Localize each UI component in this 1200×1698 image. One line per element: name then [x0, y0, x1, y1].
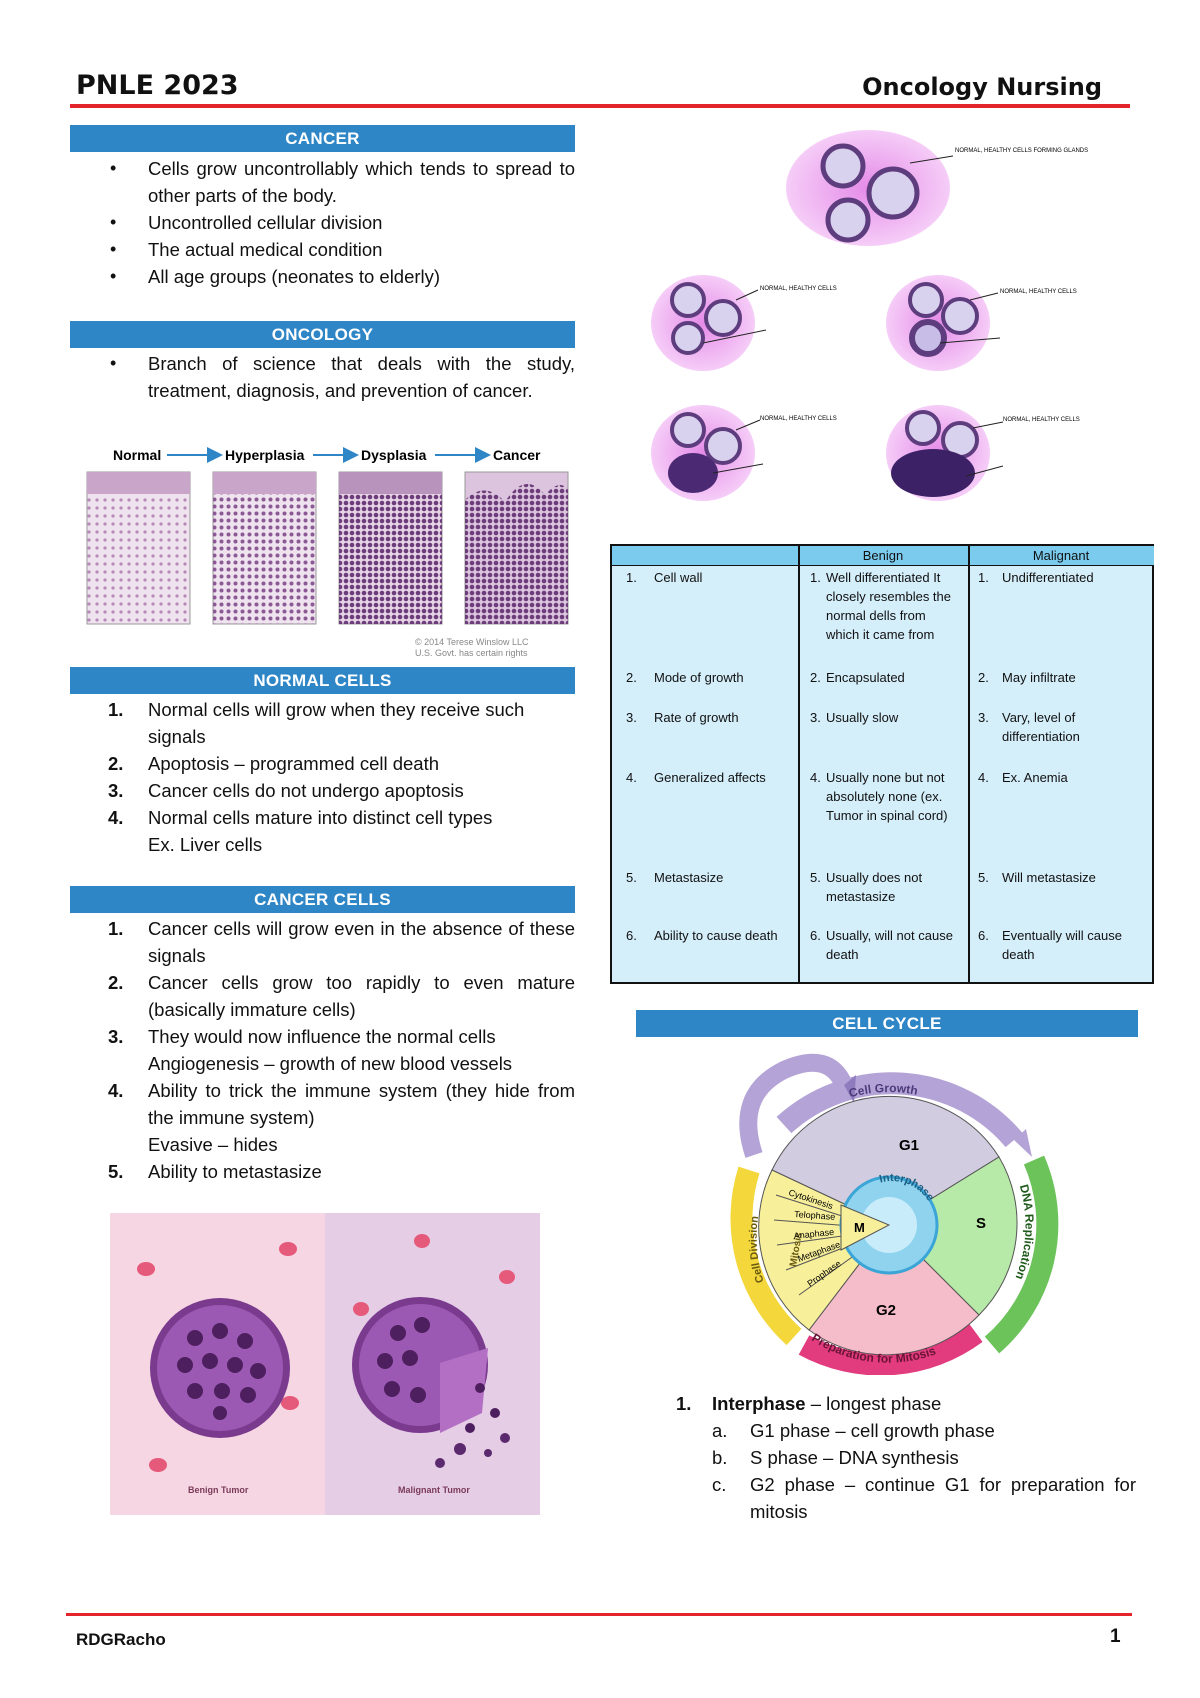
table-cell-malignant: 2.May infiltrate [978, 670, 1076, 685]
cell-cycle-list: 1.Interphase – longest phase a.G1 phase … [676, 1390, 1136, 1525]
doc-title: PNLE 2023 [76, 70, 239, 101]
footer-author: RDGRacho [76, 1630, 166, 1649]
tissue-progression-figure: Normal Hyperplasia Dysplasia Cancer © 20… [85, 440, 575, 665]
tissue-label: NORMAL, HEALTHY CELLS [760, 416, 837, 422]
table-header-malignant: Malignant [968, 546, 1154, 566]
gland-svg: NORMAL, HEALTHY CELLS FORMING GLANDS NOR… [651, 130, 1088, 501]
table-cell-malignant: 3.Vary, level of differentiation [978, 710, 1080, 744]
tumor-comparison-figure: Benign Tumor Malignant Tumor [110, 1213, 540, 1515]
benign-tumor [150, 1298, 290, 1438]
section-title-oncology: ONCOLOGY [70, 321, 575, 348]
cell-cycle-diagram: G0 Cell Growth DNA Replication Preparati… [714, 1045, 1064, 1375]
list-item: Cells grow uncontrollably which tends to… [70, 155, 575, 209]
tissue-label: NORMAL, HEALTHY CELLS [760, 286, 837, 292]
cycle-label-m: M [854, 1220, 865, 1235]
mitosis-phase-label: Anaphase [793, 1227, 834, 1241]
table-cell-label: 2.Mode of growth [626, 670, 744, 685]
cycle-label-g2: G2 [876, 1302, 896, 1319]
cancer-cells-list: 1.Cancer cells will grow even in the abs… [70, 915, 575, 1185]
page-number: 1 [1110, 1626, 1121, 1647]
list-item: 1.Normal cells will grow when they recei… [108, 699, 525, 747]
malignant-tumor-label: Malignant Tumor [398, 1485, 470, 1495]
table-cell-malignant: 4.Ex. Anemia [978, 770, 1068, 785]
list-item: 2.Cancer cells grow too rapidly to even … [108, 972, 575, 1020]
list-item: 4.Ability to trick the immune system (th… [108, 1080, 575, 1128]
section-title-cell-cycle: CELL CYCLE [636, 1010, 1138, 1037]
table-cell-benign: 2.Encapsulated [810, 670, 905, 685]
list-item: Angiogenesis – growth of new blood vesse… [148, 1053, 513, 1074]
table-cell-label: 1.Cell wall [626, 570, 703, 585]
tissue-dysplasia [338, 471, 443, 625]
table-cell-malignant: 5.Will metastasize [978, 870, 1096, 885]
table-divider [968, 546, 970, 982]
section-title-cancer: CANCER [70, 125, 575, 152]
cancer-list: Cells grow uncontrollably which tends to… [70, 155, 575, 290]
list-item: 1.Interphase – longest phase [676, 1393, 942, 1414]
progression-svg: Normal Hyperplasia Dysplasia Cancer © 20… [86, 447, 569, 658]
list-item: Ex. Liver cells [148, 834, 263, 855]
list-item: 5.Ability to metastasize [108, 1161, 322, 1182]
cycle-label-cell-growth: Cell Growth [847, 1081, 919, 1100]
table-cell-label: 6.Ability to cause death [626, 928, 778, 943]
table-cell-benign: 1.Well differentiated It closely resembl… [810, 570, 951, 642]
table-cell-label: 5.Metastasize [626, 870, 724, 885]
list-item: Evasive – hides [148, 1134, 278, 1155]
section-title-normal-cells: NORMAL CELLS [70, 667, 575, 694]
tumor-svg: Benign Tumor Malignant Tumor [110, 1213, 540, 1515]
table-header-blank [612, 546, 798, 566]
list-item: 2.Apoptosis – programmed cell death [108, 753, 440, 774]
list-item: 3.They would now influence the normal ce… [108, 1026, 496, 1047]
table-cell-benign: 6.Usually, will not cause death [810, 928, 953, 962]
tissue-normal [86, 471, 191, 625]
tissue-hyperplasia [212, 471, 317, 625]
stage-label: Dysplasia [361, 447, 427, 463]
list-item: Uncontrolled cellular division [70, 209, 575, 236]
svg-text:Cell Growth: Cell Growth [847, 1081, 919, 1100]
list-item: b.S phase – DNA synthesis [712, 1447, 959, 1468]
tissue-cancer [464, 471, 569, 625]
cycle-label-g1: G1 [899, 1137, 919, 1154]
list-item: The actual medical condition [70, 236, 575, 263]
list-item: Branch of science that deals with the st… [70, 350, 575, 404]
tissue-label: NORMAL, HEALTHY CELLS FORMING GLANDS [955, 148, 1088, 154]
table-cell-label: 3.Rate of growth [626, 710, 739, 725]
stage-label: Cancer [493, 447, 541, 463]
mitosis-phase-label: Telophase [794, 1209, 836, 1222]
benign-malignant-table: Benign Malignant 1.Cell wall 1.Well diff… [610, 544, 1154, 984]
list-item: 3.Cancer cells do not undergo apoptosis [108, 780, 464, 801]
table-cell-label: 4.Generalized affects [626, 770, 766, 785]
doc-subject: Oncology Nursing [862, 73, 1102, 101]
tissue-label: NORMAL, HEALTHY CELLS [1003, 417, 1080, 423]
table-cell-benign: 4.Usually none but not absolutely none (… [810, 770, 948, 823]
section-title-cancer-cells: CANCER CELLS [70, 886, 575, 913]
list-item: All age groups (neonates to elderly) [70, 263, 575, 290]
image-credit: © 2014 Terese Winslow LLC [415, 637, 529, 647]
list-item: a.G1 phase – cell growth phase [712, 1420, 995, 1441]
list-item: 4.Normal cells mature into distinct cell… [108, 807, 493, 828]
table-cell-malignant: 6.Eventually will cause death [978, 928, 1122, 962]
list-item: c.G2 phase – continue G1 for preparation… [712, 1474, 1136, 1522]
cycle-label-s: S [976, 1215, 986, 1232]
list-item: 1.Cancer cells will grow even in the abs… [108, 918, 575, 966]
stage-label: Hyperplasia [225, 447, 305, 463]
table-cell-benign: 3.Usually slow [810, 710, 899, 725]
image-credit: U.S. Govt. has certain rights [415, 648, 528, 658]
oncology-list: Branch of science that deals with the st… [70, 350, 575, 404]
table-cell-benign: 5.Usually does not metastasize [810, 870, 923, 904]
stage-label: Normal [113, 447, 161, 463]
table-header-benign: Benign [798, 546, 968, 566]
tissue-label: NORMAL, HEALTHY CELLS [1000, 289, 1077, 295]
benign-tumor-label: Benign Tumor [188, 1485, 249, 1495]
normal-cells-list: 1.Normal cells will grow when they recei… [70, 696, 575, 858]
malignant-tumor [352, 1297, 510, 1468]
header-rule [70, 104, 1130, 108]
gland-tissue-figure: NORMAL, HEALTHY CELLS FORMING GLANDS NOR… [648, 128, 1140, 540]
table-cell-malignant: 1.Undifferentiated [978, 570, 1094, 585]
table-divider [798, 546, 800, 982]
cell-cycle-svg: G0 Cell Growth DNA Replication Preparati… [730, 1053, 1059, 1375]
footer-rule [66, 1613, 1132, 1616]
